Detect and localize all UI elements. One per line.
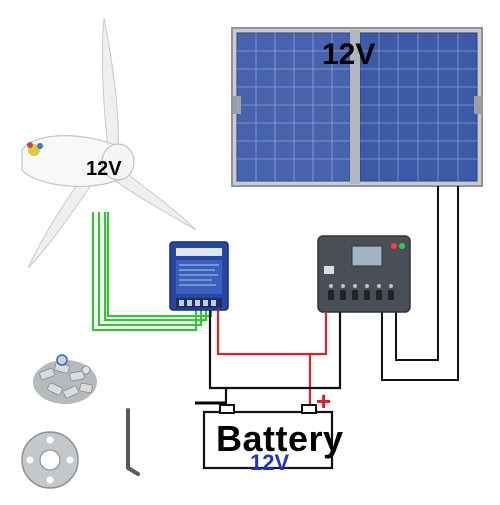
panel-wires <box>381 186 459 381</box>
battery <box>202 404 334 470</box>
solar-charge-controller <box>317 235 411 313</box>
mounting-flange <box>21 431 79 489</box>
solar-panel <box>231 27 483 187</box>
battery-voltage-label: 12V <box>250 450 290 475</box>
negative-terminal-sign: — <box>195 385 225 418</box>
hex-key <box>126 408 140 476</box>
battery-label: Battery <box>216 418 344 459</box>
positive-terminal-sign: + <box>316 386 332 416</box>
panel-voltage-label: 12V <box>322 38 376 71</box>
mounting-bolts <box>33 354 97 404</box>
wind-turbine <box>21 17 197 269</box>
turbine-voltage-label: 12V <box>86 158 122 180</box>
turbine-logo <box>27 142 43 156</box>
wind-charge-controller <box>169 241 229 311</box>
